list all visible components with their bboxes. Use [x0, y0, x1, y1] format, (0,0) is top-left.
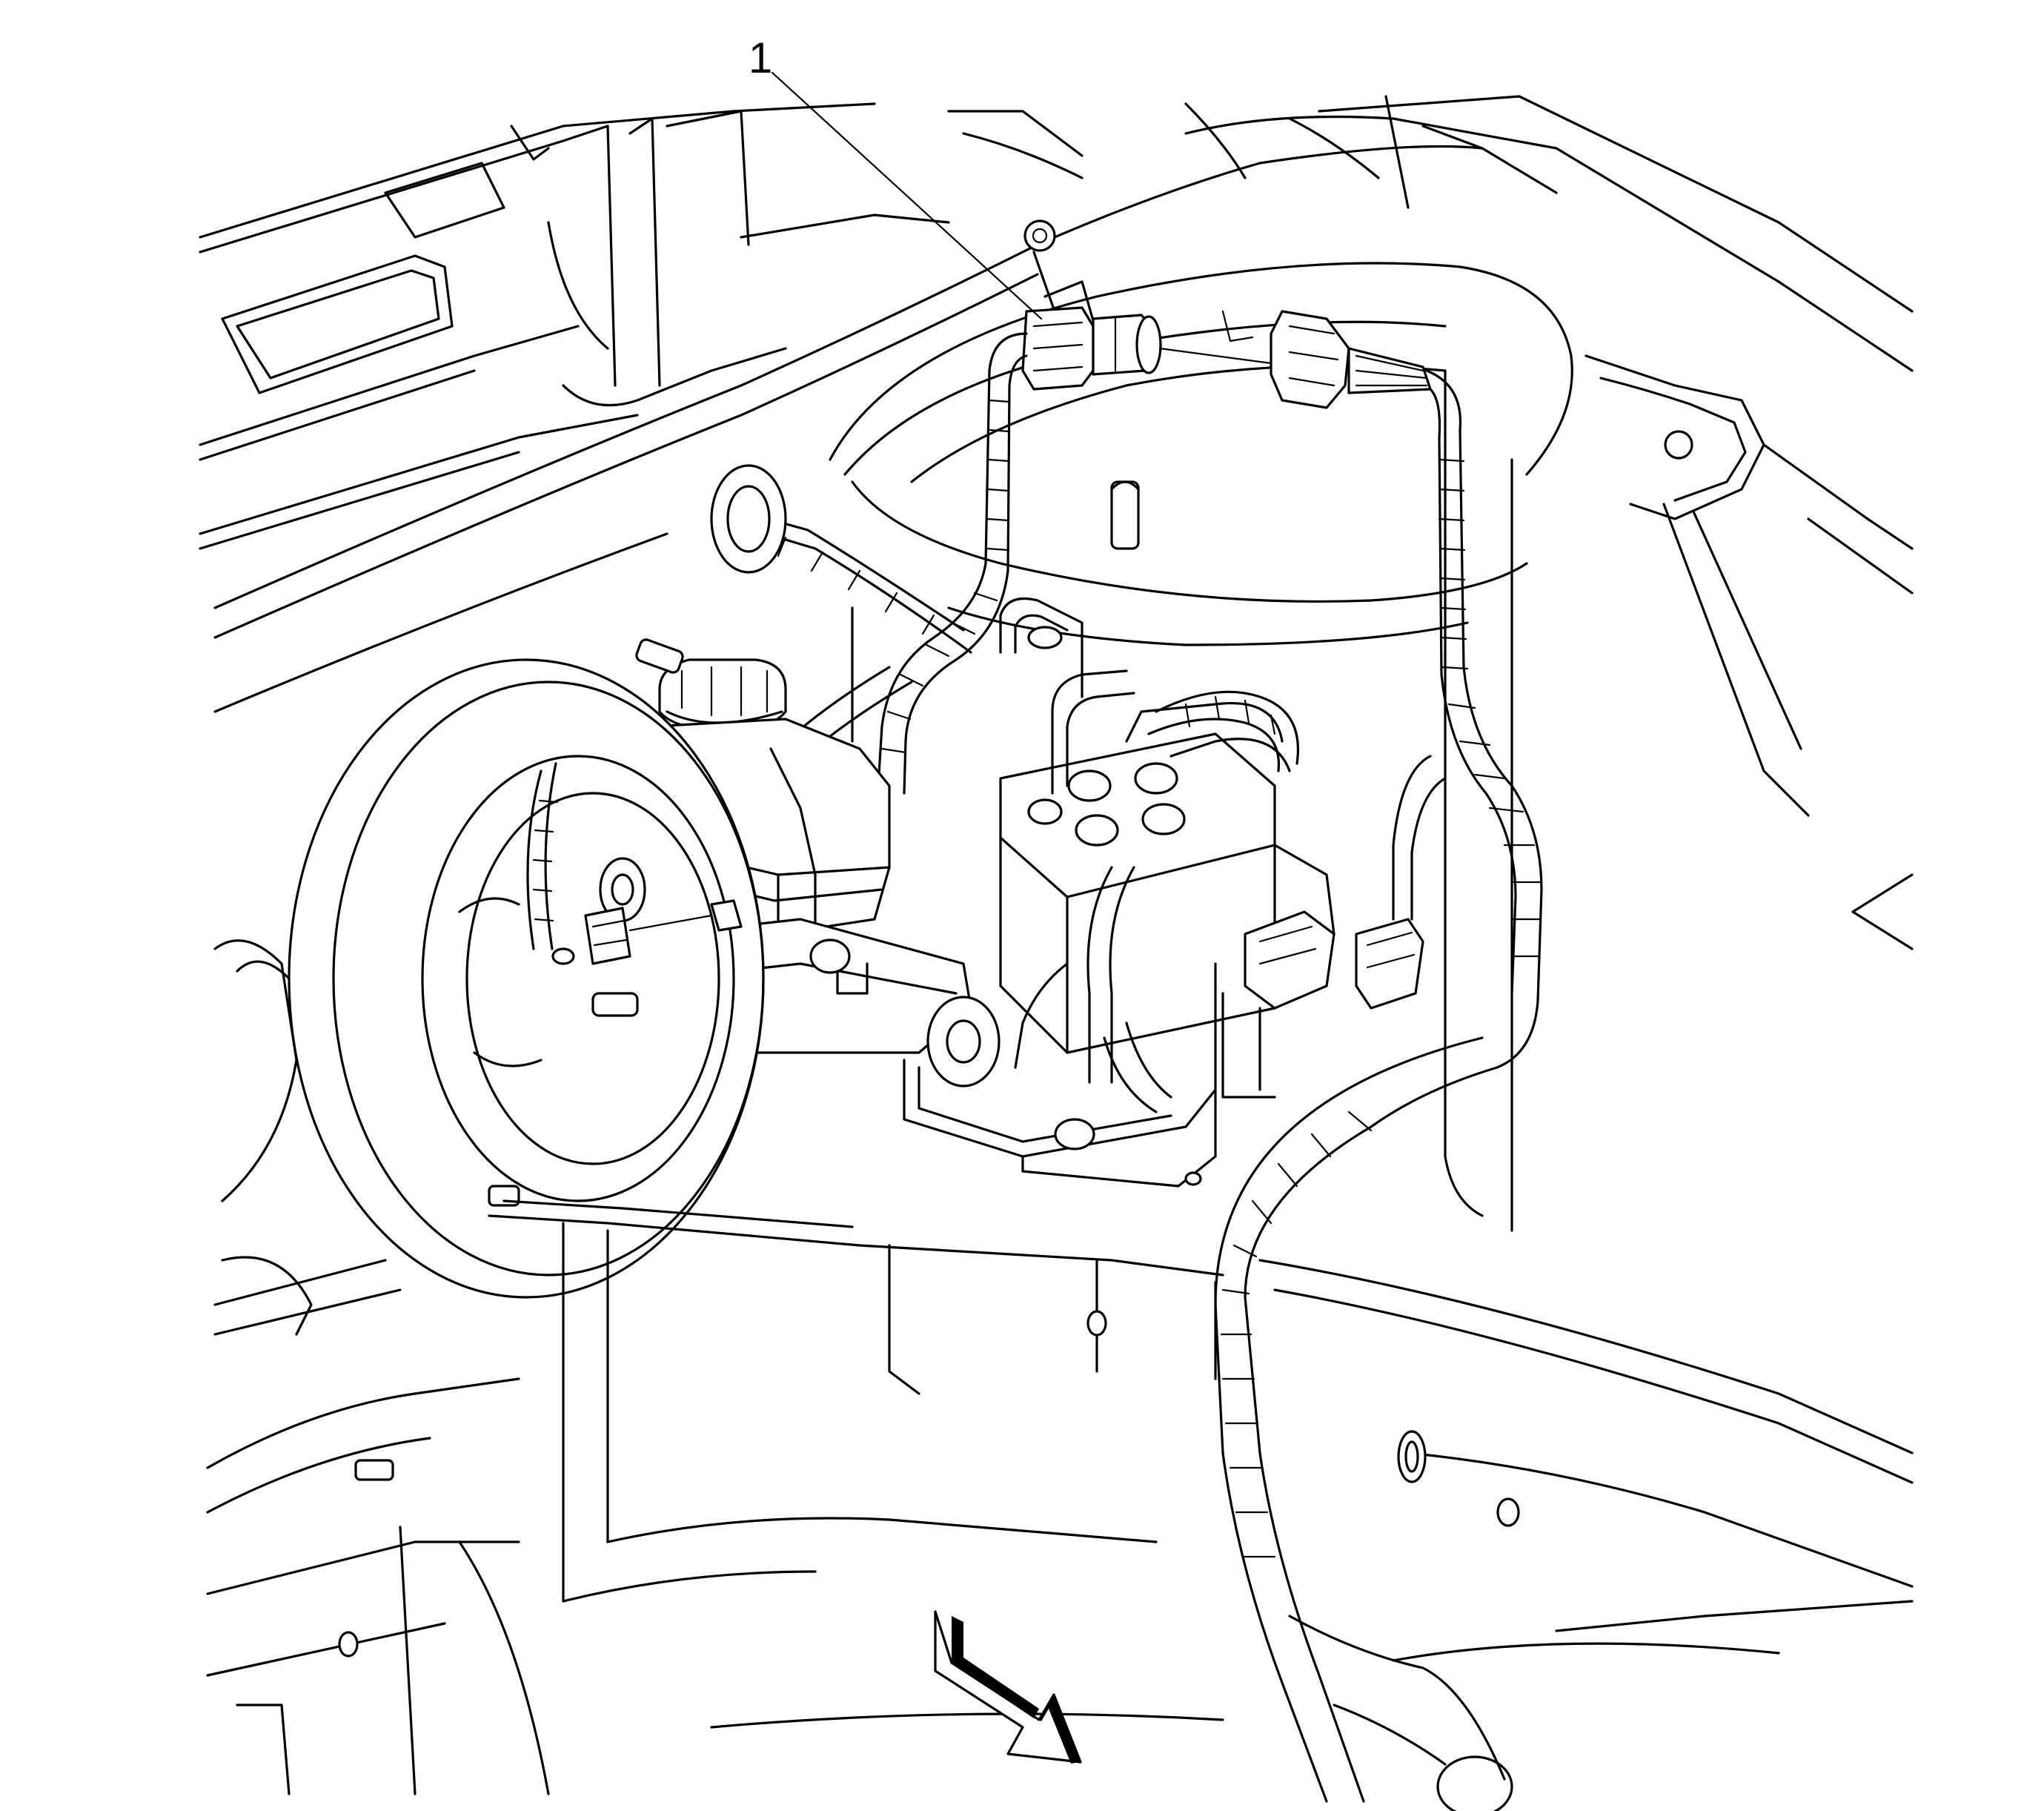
booster-tank	[829, 262, 1573, 1232]
callout-1: 1	[749, 34, 1043, 320]
cowl-panel-structure	[199, 102, 950, 550]
wiring-harness	[710, 332, 1543, 1811]
harness-loom-ribs	[880, 399, 1542, 958]
callout-label: 1	[749, 34, 772, 82]
brake-booster	[288, 638, 765, 1299]
electrical-connector-pair	[1021, 219, 1432, 409]
lower-frame-structure	[206, 939, 1914, 1795]
direction-arrow-icon	[934, 1610, 1082, 1764]
abs-modulator	[999, 597, 1335, 1084]
modulator-bolts	[1027, 762, 1186, 847]
upper-harness-lines	[213, 102, 1558, 713]
ebcm-connectors	[1221, 755, 1447, 1099]
right-fender-structure	[1184, 95, 1914, 950]
modulator-bracket	[903, 962, 1217, 1188]
